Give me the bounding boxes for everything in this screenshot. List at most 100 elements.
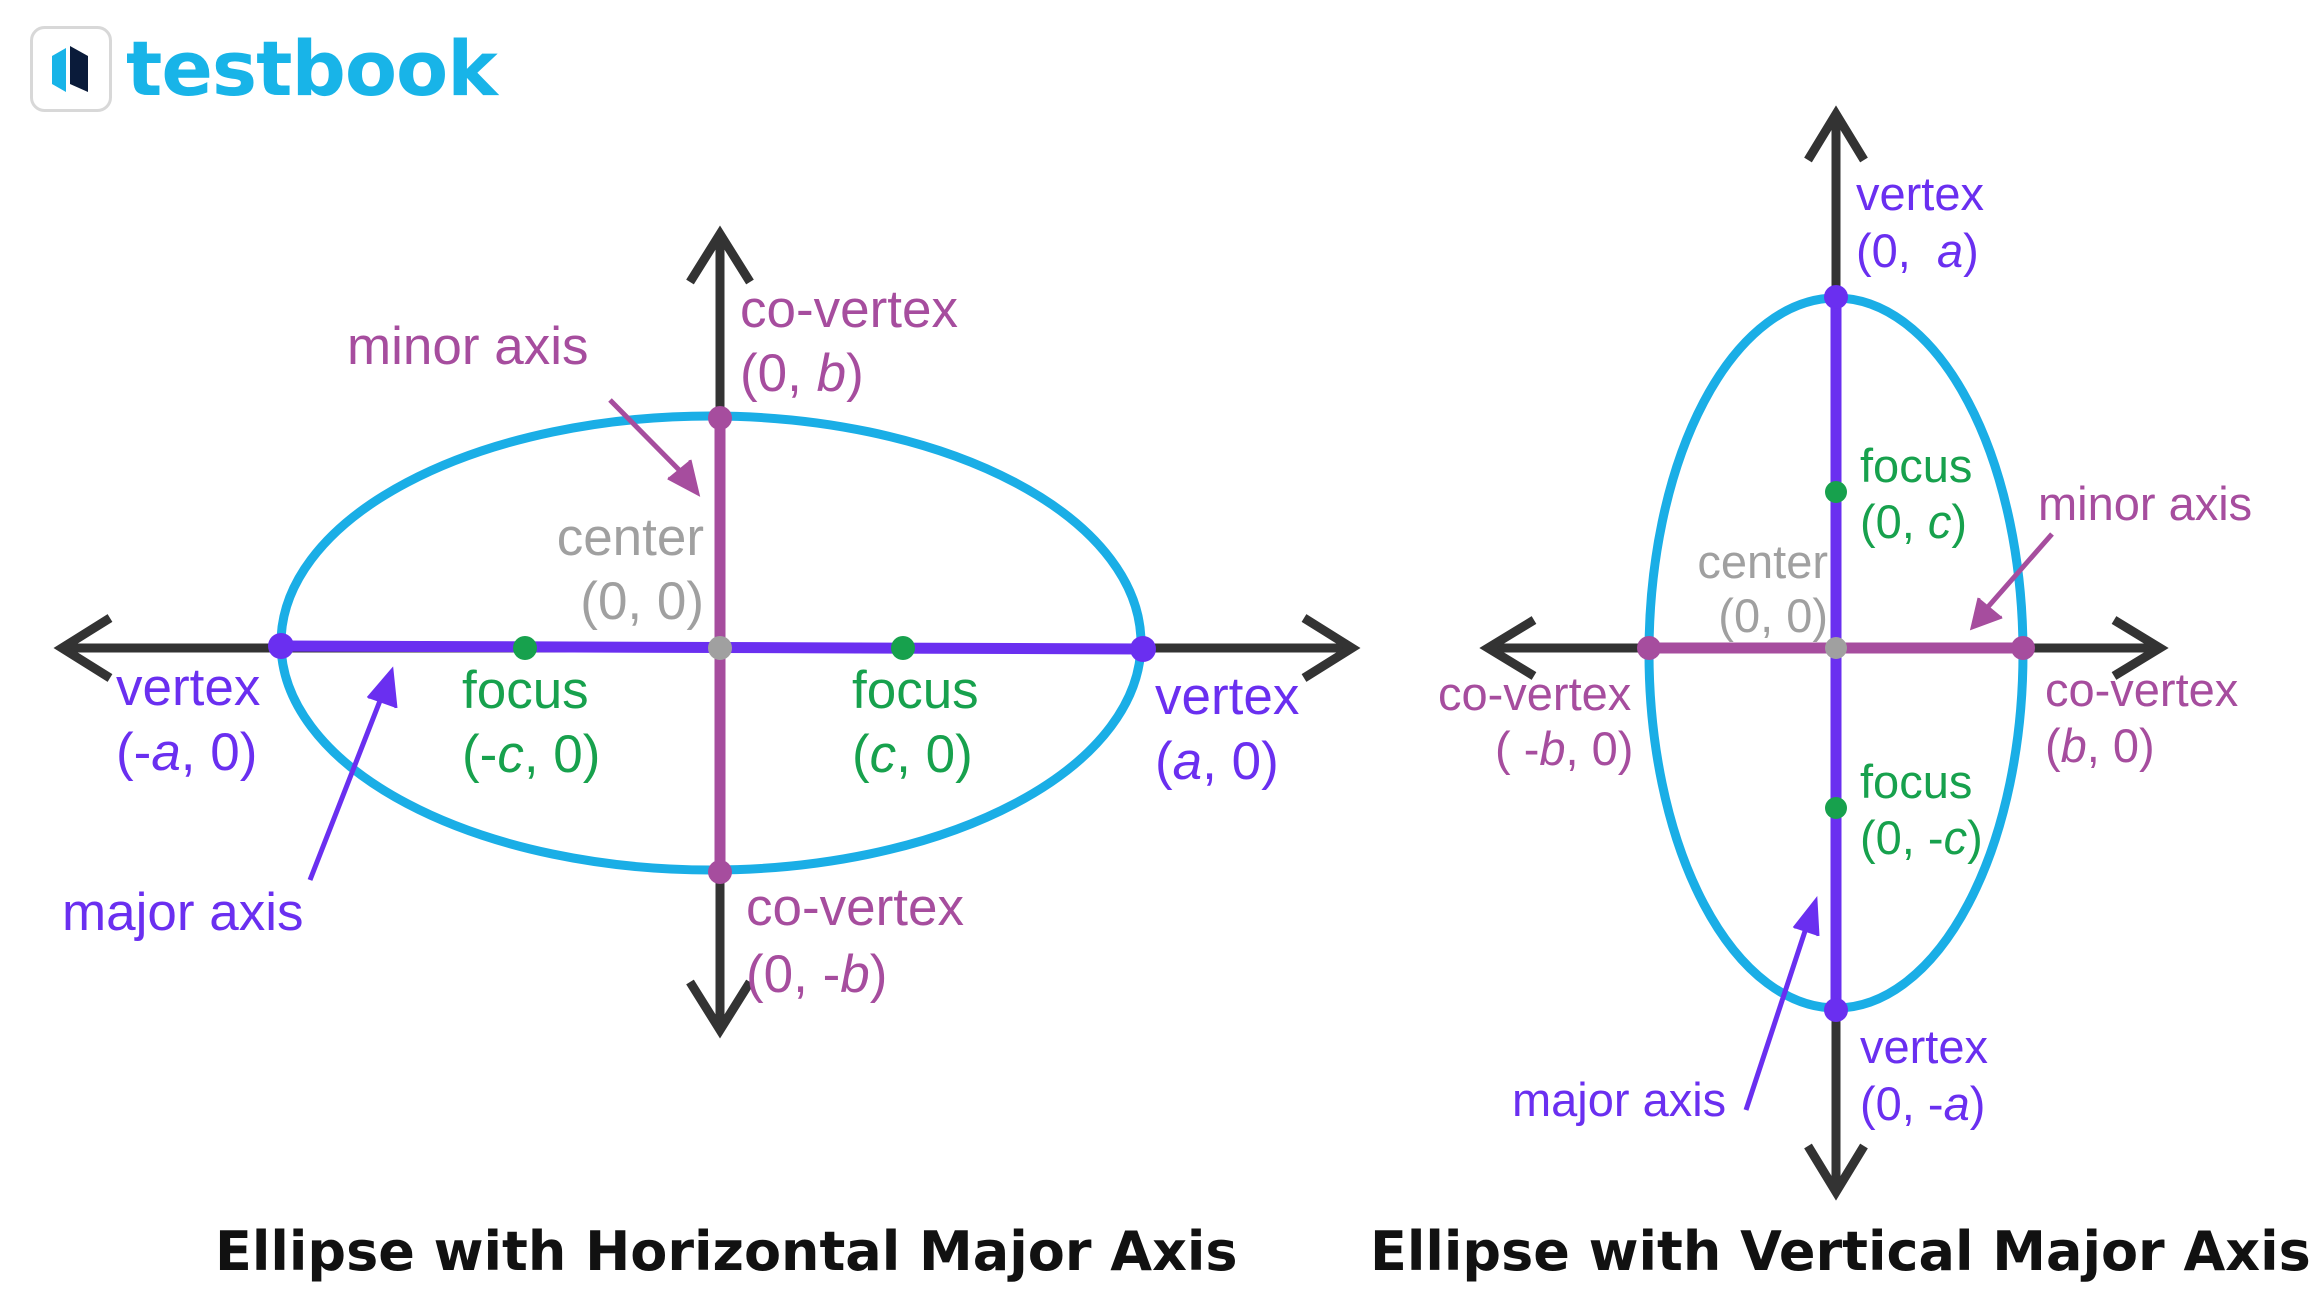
co-vertex-bottom-coord: (0, -b) xyxy=(746,945,887,1004)
coord-close: ) xyxy=(1970,1077,1986,1130)
vertical-ellipse-figure: vertex (0, a) focus (0, c) minor axis ce… xyxy=(1438,105,2252,1201)
v-focus-top-coord: (0, c) xyxy=(1860,495,1967,548)
brand-name: testbook xyxy=(126,24,498,113)
horizontal-ellipse-figure: minor axis co-vertex (0, b) center (0, 0… xyxy=(53,225,1361,1039)
co-vertex-top-label: co-vertex xyxy=(740,280,958,339)
vertex-right-point xyxy=(1130,636,1156,662)
v-center-coord: (0, 0) xyxy=(1718,589,1828,642)
x-axis-right-arrowhead xyxy=(1301,614,1361,682)
coord-open: (- xyxy=(116,723,151,782)
major-axis-pointer-arrowhead xyxy=(366,666,398,709)
focus-left-coord: (-c, 0) xyxy=(462,725,600,784)
coord-close: ) xyxy=(846,344,864,403)
v-minor-axis-pointer-arrowhead xyxy=(1969,597,2003,631)
coord-open: ( xyxy=(2045,719,2061,772)
center-label: center xyxy=(557,508,704,567)
vertex-left-coord: (-a, 0) xyxy=(116,723,257,782)
y-axis-down-arrowhead xyxy=(686,979,754,1039)
focus-right-point xyxy=(891,636,915,660)
coord-variable: b xyxy=(2061,719,2087,772)
testbook-logo-icon xyxy=(30,26,112,112)
coord-close: ) xyxy=(1967,811,1983,864)
v-major-axis-pointer-line xyxy=(1743,915,1813,1111)
coord-open: ( xyxy=(1155,732,1173,791)
v-co-vertex-left-coord: ( -b, 0) xyxy=(1495,722,1633,775)
caption-vertical: Ellipse with Vertical Major Axis xyxy=(1370,1220,2311,1283)
v-vertex-top-label: vertex xyxy=(1856,167,1984,220)
v-x-axis-right-arrowhead xyxy=(2111,616,2169,680)
v-y-axis-down-arrowhead xyxy=(1804,1143,1868,1201)
v-focus-bottom-label: focus xyxy=(1860,755,1972,808)
v-co-vertex-right-coord: (b, 0) xyxy=(2045,719,2155,772)
coord-close: , 0) xyxy=(1566,722,1634,775)
focus-right-label: focus xyxy=(852,661,979,720)
v-vertex-bottom-label: vertex xyxy=(1860,1020,1988,1073)
v-vertex-bottom-point xyxy=(1824,998,1848,1022)
v-focus-top-label: focus xyxy=(1860,439,1972,492)
coord-open: ( - xyxy=(1495,722,1539,775)
testbook-logo: testbook xyxy=(30,24,498,113)
co-vertex-top-point xyxy=(708,406,732,430)
coord-open: (0, - xyxy=(746,945,840,1004)
v-major-axis-label: major axis xyxy=(1512,1073,1726,1126)
major-axis-pointer-line xyxy=(307,687,388,881)
coord-open: ( xyxy=(852,725,870,784)
coord-close: , 0) xyxy=(524,725,601,784)
coord-close: ) xyxy=(1951,495,1967,548)
v-x-axis-left-arrowhead xyxy=(1479,616,1537,680)
coord-variable: a xyxy=(151,723,180,782)
v-y-axis-up-arrowhead xyxy=(1804,105,1868,163)
coord-variable: b xyxy=(840,945,869,1004)
coord-close: , 0) xyxy=(2087,719,2155,772)
coord-variable: a xyxy=(1944,1077,1970,1130)
v-vertex-top-coord: (0, a) xyxy=(1856,224,1979,277)
minor-axis-label: minor axis xyxy=(347,317,589,376)
x-axis-left-arrowhead xyxy=(53,614,113,682)
v-focus-bottom-coord: (0, -c) xyxy=(1860,811,1983,864)
coord-variable: c xyxy=(870,725,897,784)
co-vertex-bottom-point xyxy=(708,860,732,884)
v-minor-axis-pointer-line xyxy=(1978,532,2054,618)
caption-horizontal: Ellipse with Horizontal Major Axis xyxy=(215,1220,1238,1283)
center-coord: (0, 0) xyxy=(580,572,704,631)
coord-close: , 0) xyxy=(896,725,973,784)
coord-open: (0, xyxy=(1856,224,1937,277)
minor-axis-pointer-line xyxy=(608,398,692,483)
center-point xyxy=(708,636,732,660)
minor-axis-pointer-arrowhead xyxy=(667,459,701,497)
coord-close: , 0) xyxy=(1202,732,1279,791)
v-co-vertex-left-point xyxy=(1637,636,1661,660)
v-focus-bottom-point xyxy=(1825,797,1847,819)
focus-right-coord: (c, 0) xyxy=(852,725,973,784)
v-vertex-top-point xyxy=(1824,285,1848,309)
coord-variable: b xyxy=(817,344,846,403)
v-center-point xyxy=(1825,637,1847,659)
v-center-label: center xyxy=(1697,535,1828,588)
coord-close: ) xyxy=(1963,224,1979,277)
coord-open: (0, xyxy=(740,344,817,403)
coord-variable: a xyxy=(1937,224,1963,277)
major-axis-label: major axis xyxy=(62,883,304,942)
v-co-vertex-right-point xyxy=(2011,636,2035,660)
vertex-left-label: vertex xyxy=(116,658,260,717)
focus-left-label: focus xyxy=(462,661,589,720)
coord-variable: c xyxy=(497,725,524,784)
v-co-vertex-right-label: co-vertex xyxy=(2045,663,2238,716)
v-focus-top-point xyxy=(1825,481,1847,503)
v-co-vertex-left-label: co-vertex xyxy=(1438,667,1631,720)
vertex-right-label: vertex xyxy=(1155,667,1299,726)
coord-variable: c xyxy=(1928,495,1952,548)
coord-variable: b xyxy=(1539,722,1565,775)
v-vertex-bottom-coord: (0, -a) xyxy=(1860,1077,1985,1130)
v-major-axis-pointer-arrowhead xyxy=(1792,895,1820,937)
coord-variable: c xyxy=(1944,811,1968,864)
coord-variable: a xyxy=(1173,732,1202,791)
coord-open: (- xyxy=(462,725,497,784)
y-axis-up-arrowhead xyxy=(686,225,754,285)
v-minor-axis-label: minor axis xyxy=(2038,477,2252,530)
coord-open: (0, - xyxy=(1860,1077,1944,1130)
coord-open: (0, - xyxy=(1860,811,1944,864)
coord-close: , 0) xyxy=(181,723,258,782)
vertex-right-coord: (a, 0) xyxy=(1155,732,1279,791)
